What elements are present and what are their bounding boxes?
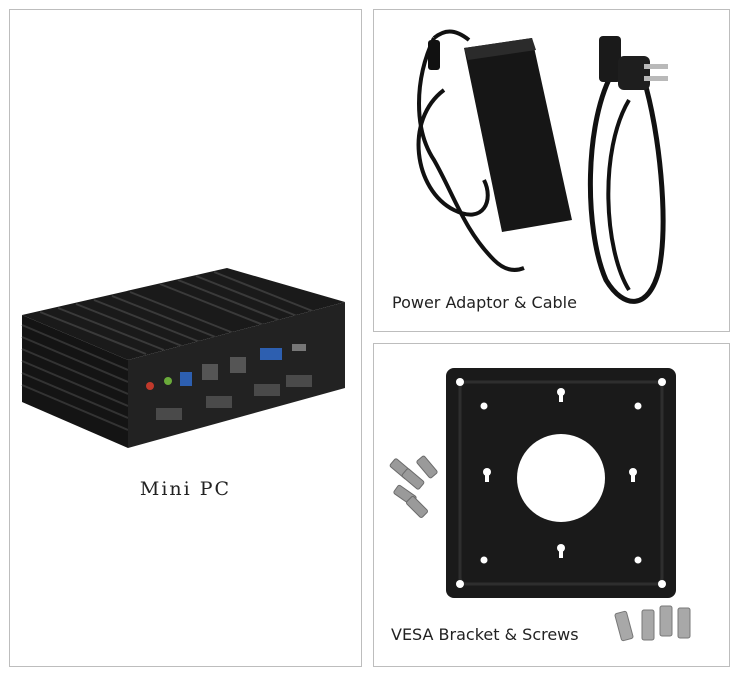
vesa-bracket-image: [389, 368, 691, 642]
mini-pc-panel: Mini PC: [9, 9, 362, 667]
standoffs-right: [614, 605, 691, 642]
power-adaptor-image: [416, 29, 668, 304]
vesa-bracket-caption: VESA Bracket & Screws: [391, 625, 579, 644]
mini-pc-image: [21, 268, 345, 448]
screws-left: [389, 455, 438, 518]
vesa-bracket-panel: VESA Bracket & Screws: [373, 343, 730, 667]
mini-pc-caption: Mini PC: [139, 478, 232, 500]
power-adaptor-panel: Power Adaptor & Cable: [373, 9, 730, 332]
power-adaptor-caption: Power Adaptor & Cable: [392, 293, 577, 312]
